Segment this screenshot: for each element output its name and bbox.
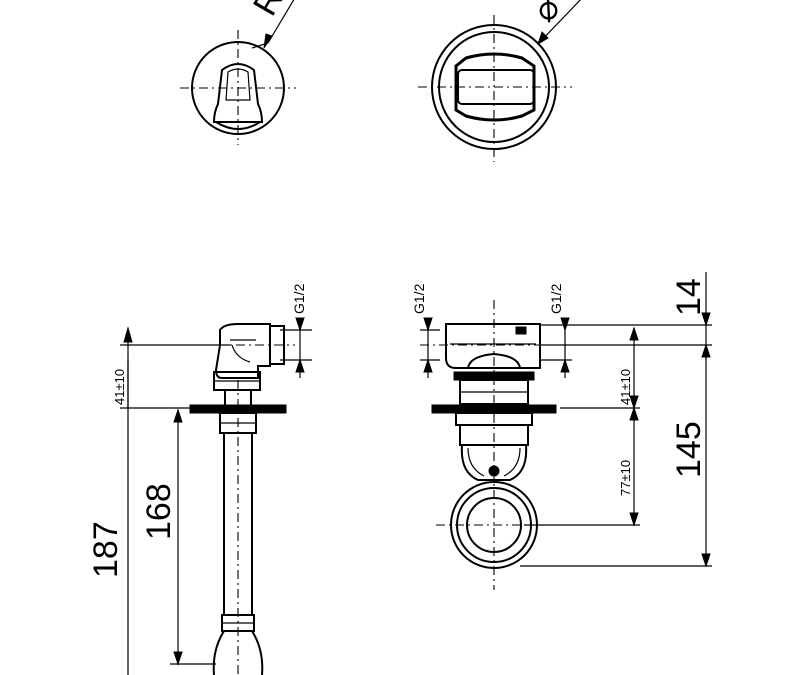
radius-label: R [246, 0, 291, 22]
mixer-front-view: G1/2 G1/2 [411, 272, 712, 590]
spout-top-view: R [180, 0, 296, 145]
dim-41-right: 41±10 [618, 369, 633, 405]
spout-side-view: 187 41±10 168 G1/2 [87, 283, 312, 675]
dim-77: 77±10 [618, 460, 633, 496]
dim-168: 168 [140, 483, 178, 540]
dim-g12-left: G1/2 [291, 283, 307, 314]
dim-g12-right-b: G1/2 [548, 283, 564, 314]
mixer-top-view: ⌀ [418, 0, 581, 162]
dim-g12-right-a: G1/2 [411, 283, 427, 314]
dim-14: 14 [670, 278, 708, 316]
dim-145: 145 [670, 421, 708, 478]
dim-187: 187 [87, 521, 125, 578]
dim-41-left: 41±10 [112, 369, 127, 405]
diameter-label: ⌀ [526, 0, 568, 29]
